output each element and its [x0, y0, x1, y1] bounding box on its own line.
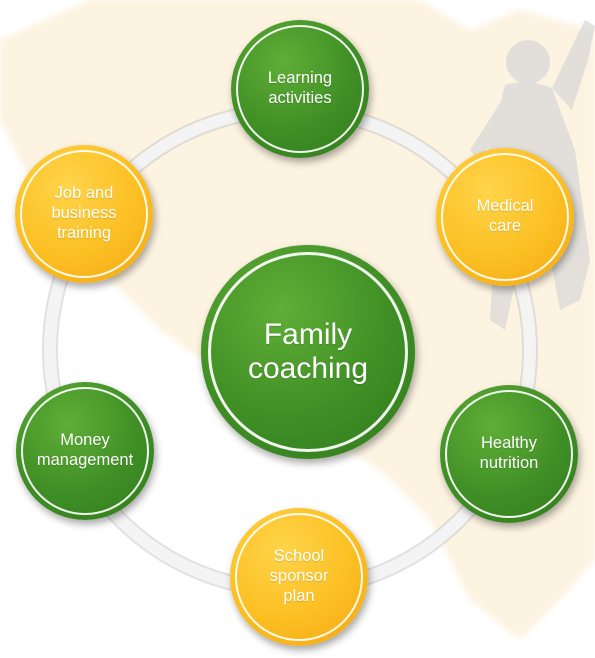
node-healthy-nutrition: Healthy nutrition	[440, 385, 578, 523]
node-label-school-sponsor-plan: School sponsor plan	[269, 547, 329, 605]
node-label-healthy-nutrition: Healthy nutrition	[479, 434, 539, 472]
node-school-sponsor-plan: School sponsor plan	[230, 508, 368, 646]
node-label-learning-activities: Learning activities	[267, 69, 333, 107]
center-node-family-coaching: Family coaching	[201, 245, 415, 459]
node-learning-activities: Learning activities	[231, 20, 369, 158]
node-label-money-management: Money management	[36, 431, 134, 469]
node-label-job-business-training: Job and business training	[51, 184, 117, 242]
node-money-management: Money management	[16, 382, 154, 520]
center-node-label: Family coaching	[247, 317, 369, 386]
node-job-business-training: Job and business training	[15, 145, 153, 283]
node-medical-care: Medical care	[436, 148, 574, 286]
node-label-medical-care: Medical care	[476, 197, 534, 235]
